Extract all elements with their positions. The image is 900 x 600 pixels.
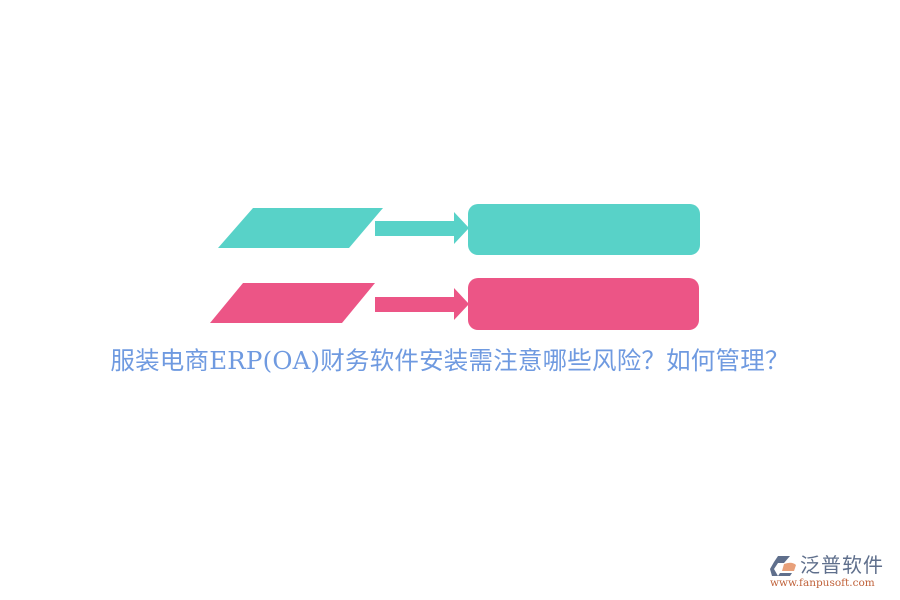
brand-logo: 泛普软件 www.fanpusoft.com [770,553,895,593]
brand-url: www.fanpusoft.com [770,577,875,589]
teal-arrow-icon [375,212,469,244]
brand-name: 泛普软件 [800,553,884,577]
fanpu-logo-icon [770,556,796,576]
pink-parallelogram [210,283,375,323]
teal-result-box [468,204,700,255]
pink-arrow-icon [375,288,469,320]
page-title: 服装电商ERP(OA)财务软件安装需注意哪些风险？如何管理？ [110,346,790,375]
pink-result-box [468,278,699,330]
teal-parallelogram [218,208,383,248]
